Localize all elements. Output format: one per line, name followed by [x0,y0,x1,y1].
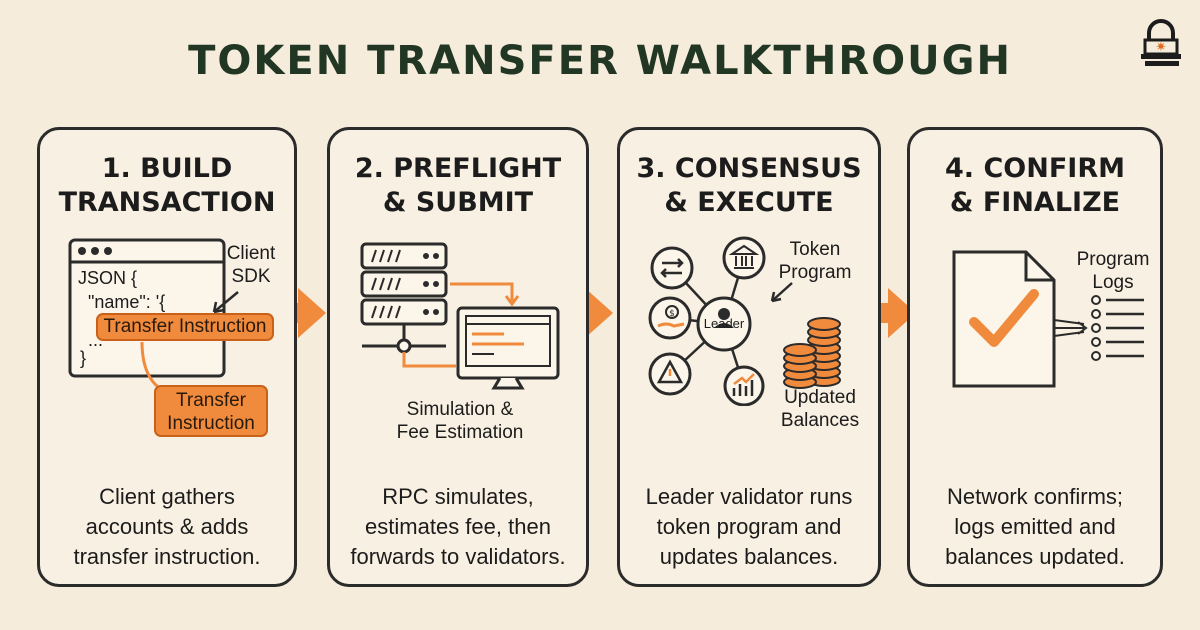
server-monitor-icon [354,242,564,392]
token-program-label: Token Program [778,239,852,283]
validator-network-icon: $ [634,236,794,406]
updated-balances-label: Updated Balances [780,387,860,431]
step-caption: Client gathers accounts & adds transfer … [73,484,261,569]
simulation-label: Simulation & Fee Estimation [396,399,524,443]
step-heading: 3. CONSENSUS & EXECUTE [636,153,862,218]
flow-arrow-1-icon [268,286,328,340]
coin-stack-icon [780,314,844,390]
page-title: TOKEN TRANSFER WALKTHROUGH [188,38,1012,84]
step-card-confirm: 4. CONFIRM & FINALIZE Program Logs [907,127,1163,587]
step-heading: 2. PREFLIGHT & SUBMIT [354,153,562,218]
svg-text:✷: ✷ [1156,40,1167,55]
step-caption: Network confirms; logs emitted and balan… [945,484,1125,569]
step-caption: RPC simulates, estimates fee, then forwa… [350,484,566,569]
log-list-icon [1050,294,1150,366]
step-caption: Leader validator runs token program and … [645,484,853,569]
lock-logo-icon: ✷ [1137,18,1185,70]
flow-arrow-3-icon [858,286,918,340]
program-logs-label: Program Logs [1076,249,1150,293]
step-card-preflight: 2. PREFLIGHT & SUBMIT [327,127,589,587]
transfer-instruction-callout: Transfer Instruction [154,385,268,437]
pointer-arrow-icon [208,288,242,318]
leader-label: Leader [703,316,745,331]
step-heading: 1. BUILD TRANSACTION [58,153,276,218]
pointer-arrow-icon [766,280,796,306]
client-sdk-label: Client SDK [226,243,276,287]
checked-document-icon [950,248,1058,390]
step-card-consensus: 3. CONSENSUS & EXECUTE $ [617,127,881,587]
step-card-build: 1. BUILD TRANSACTION JSON { "name": '{ .… [37,127,297,587]
step-heading: 4. CONFIRM & FINALIZE [945,153,1125,218]
svg-text:$: $ [669,309,675,319]
code-window-icon [68,238,228,380]
transfer-instruction-highlight: Transfer Instruction [96,313,274,341]
